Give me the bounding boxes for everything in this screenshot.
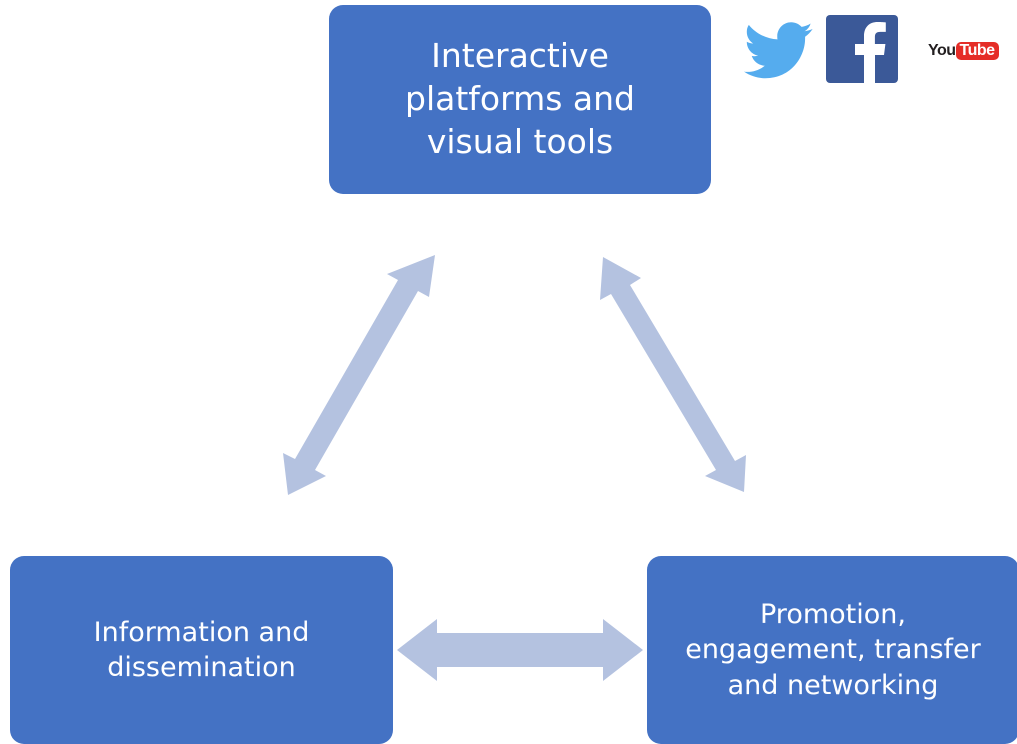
arrow-left-right <box>397 619 643 681</box>
youtube-tube-text: Tube <box>955 42 999 60</box>
node-promotion-engagement: Promotion, engagement, transfer and netw… <box>647 556 1017 744</box>
arrow-top-left <box>283 255 435 495</box>
arrow-top-right <box>600 257 746 492</box>
node-interactive-platforms: Interactive platforms and visual tools <box>329 5 711 194</box>
twitter-icon <box>744 22 813 79</box>
node-interactive-platforms-label: Interactive platforms and visual tools <box>405 36 635 161</box>
node-promotion-engagement-label: Promotion, engagement, transfer and netw… <box>685 599 981 701</box>
facebook-icon <box>826 15 898 83</box>
node-information-dissemination-label: Information and dissemination <box>93 616 310 683</box>
node-information-dissemination: Information and dissemination <box>10 556 393 744</box>
youtube-you-text: You <box>928 42 956 59</box>
